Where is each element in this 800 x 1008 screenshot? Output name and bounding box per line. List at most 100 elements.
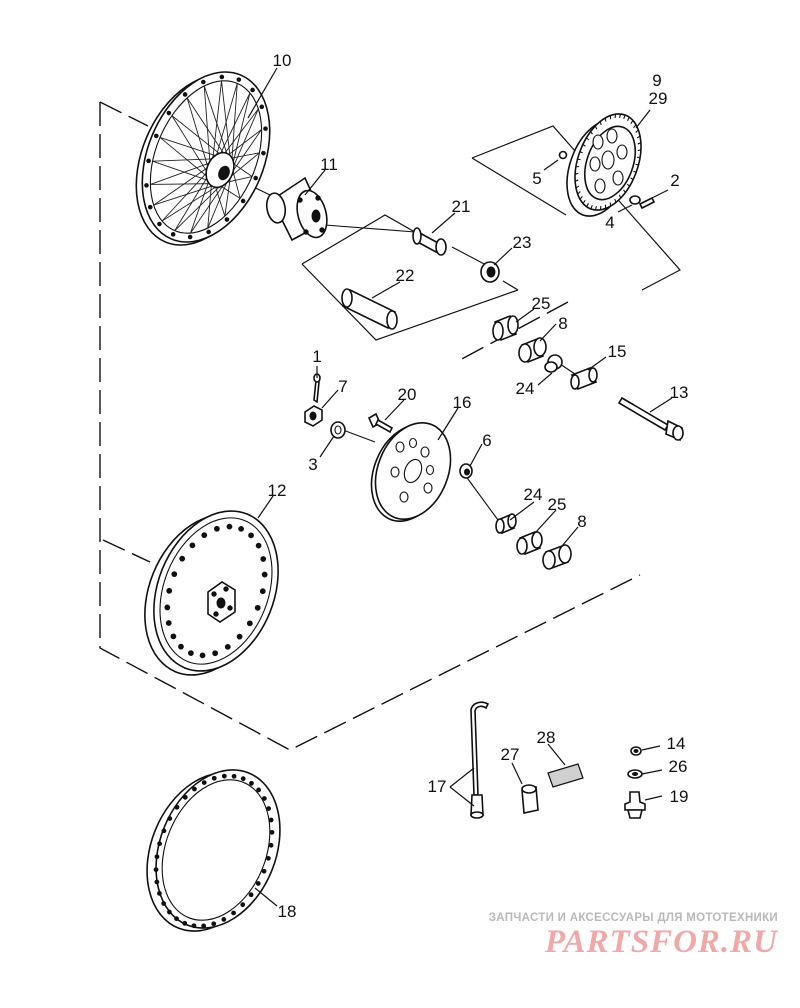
spoke-line <box>226 129 262 157</box>
rim-hole <box>201 780 207 785</box>
spoke-nipple-dot <box>240 198 246 204</box>
nipple-sleeve <box>521 784 539 814</box>
rim-hole <box>261 868 267 874</box>
sprocket-tooth <box>574 179 579 182</box>
spoke-nipple-dot <box>253 175 259 181</box>
rim-hole <box>161 828 167 834</box>
disc-wheel-hole <box>226 523 233 530</box>
spoke-line <box>152 158 215 162</box>
spoke-nipple-dot <box>201 79 206 85</box>
sprocket-tooth <box>623 189 626 193</box>
rim-hole <box>154 854 160 860</box>
callout-25a: 25 <box>532 294 551 313</box>
sprocket-tooth <box>623 114 626 119</box>
callout-22: 22 <box>396 266 415 285</box>
disc-wheel-hole <box>212 650 219 657</box>
spoke-line <box>186 97 210 170</box>
spoke-line <box>228 152 260 160</box>
callout-3: 3 <box>308 455 317 474</box>
callout-24a: 24 <box>516 379 535 398</box>
rim-hole <box>154 879 160 885</box>
sprocket-tooth <box>609 202 612 207</box>
bare-rim <box>146 769 281 932</box>
spoke-nipple-dot <box>157 221 162 227</box>
rim-hole <box>182 794 188 800</box>
callout-6: 6 <box>482 431 491 450</box>
callout-17: 17 <box>428 777 447 796</box>
spoke-nipple-dot <box>147 204 153 210</box>
rim-hole <box>269 829 275 835</box>
sprocket-tooth <box>594 125 598 130</box>
rim-hole <box>221 917 227 922</box>
disc-wheel-hole <box>166 587 173 594</box>
callout-25b: 25 <box>548 495 567 514</box>
bearing-set-lower <box>495 513 572 570</box>
disc-wheel-hole <box>179 555 186 562</box>
rim-hole <box>182 920 188 926</box>
disc-wheel-hole <box>189 542 196 549</box>
disc-wheel-hole <box>261 571 268 578</box>
axle-bolt <box>617 396 684 442</box>
rim-hole <box>192 786 197 792</box>
rim-spoke-holes <box>153 773 275 929</box>
callout-21: 21 <box>452 197 471 216</box>
sprocket-tooth <box>594 206 597 211</box>
disc-wheel-hole <box>238 525 244 532</box>
spoke-line <box>203 85 211 166</box>
rim-hole <box>240 776 246 782</box>
rotor-bolt <box>367 412 394 434</box>
callout-14: 14 <box>667 734 686 753</box>
sprocket-tooth <box>633 124 637 129</box>
wheel-hub <box>265 176 328 242</box>
sprocket-tooth <box>619 113 622 118</box>
spoke-nipple-dot <box>236 77 242 82</box>
spoke-line <box>150 183 214 185</box>
spoke-line <box>229 108 259 174</box>
sprocket-tooth <box>636 135 641 139</box>
sprocket-tooth <box>614 198 617 203</box>
spoke-line <box>222 108 259 156</box>
spoke-nipple-dot <box>187 234 193 240</box>
callout-15: 15 <box>608 342 627 361</box>
spoke-line <box>159 137 219 157</box>
spoke-line <box>150 161 212 185</box>
sprocket-tooth <box>579 151 583 154</box>
spoke-line <box>174 174 209 231</box>
rim-hole <box>240 902 246 908</box>
callout-23: 23 <box>513 233 532 252</box>
watermark-tagline: ЗАПЧАСТИ И АКСЕССУАРЫ ДЛЯ МОТОТЕХНИКИ <box>488 912 778 924</box>
callout-4: 4 <box>605 213 614 232</box>
spoke-line <box>161 183 221 222</box>
disc-wheel-hole <box>255 542 262 549</box>
callout-2: 2 <box>670 171 679 190</box>
spoke-nipple-dot <box>206 229 211 235</box>
disc-wheel <box>144 510 279 676</box>
disc-wheel-hole <box>246 620 253 627</box>
valve-parts <box>624 746 646 819</box>
disc-wheel-hole <box>254 604 261 611</box>
spoke-nipple-dot <box>166 110 172 116</box>
callout-8a: 8 <box>558 314 567 333</box>
rim-hole <box>255 881 261 886</box>
rim-hole <box>191 923 197 929</box>
spoke-line <box>152 160 212 182</box>
rim-hole <box>161 901 167 906</box>
sprocket-tooth <box>630 120 634 125</box>
spoke-nipple-dot <box>224 217 230 222</box>
sprocket-tooth <box>626 183 630 187</box>
rim-hole <box>231 773 237 779</box>
disc-wheel-hole <box>248 532 254 539</box>
spoke-nipple-dot <box>263 126 268 131</box>
spoke-line <box>190 178 228 234</box>
callout-16: 16 <box>453 393 472 412</box>
rim-hole <box>167 816 173 821</box>
spoke-nipple-dot <box>250 87 255 93</box>
sprocket-tooth <box>618 194 622 199</box>
spoke-line <box>215 83 238 159</box>
disc-wheel-hole <box>164 604 171 611</box>
sprocket-tooth <box>590 131 593 135</box>
callout-13: 13 <box>670 383 689 402</box>
disc-wheel-hole <box>201 532 208 539</box>
disc-wheel-hole <box>259 588 266 595</box>
